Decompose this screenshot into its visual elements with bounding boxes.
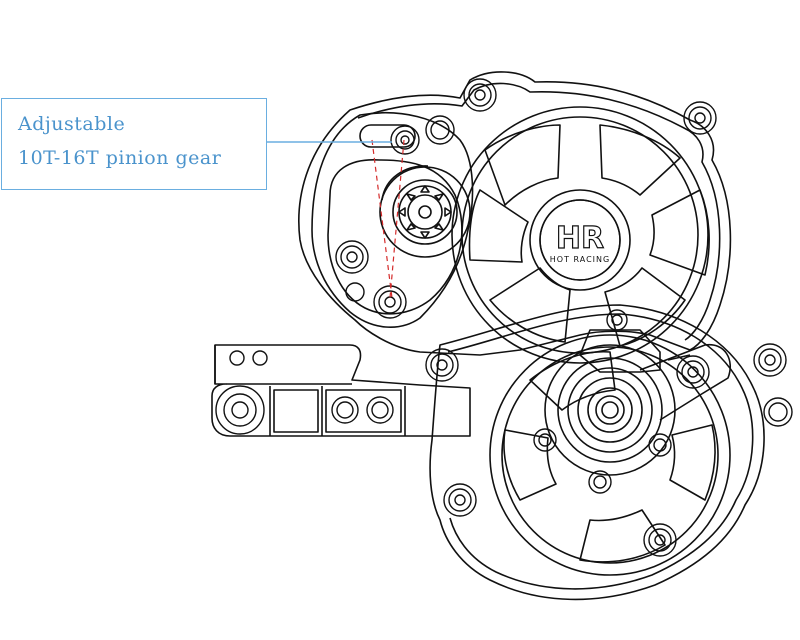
pinion-cover-outline [311, 112, 474, 328]
callout-box: Adjustable 10T-16T pinion gear [1, 98, 267, 190]
drive-hub [489, 329, 731, 576]
logo-tagline: HOT RACING [550, 255, 610, 264]
bolt-set [215, 78, 793, 557]
upper-housing-outline [298, 71, 732, 356]
pinion-gear [392, 179, 458, 245]
callout-line-2: 10T-16T pinion gear [18, 147, 222, 169]
hot-racing-logo: HR HOT RACING [539, 199, 621, 281]
logo-mark: HR [556, 221, 604, 256]
mount-arm-outline [211, 344, 471, 437]
callout-line-1: Adjustable [18, 113, 126, 135]
lower-housing-outline [429, 304, 765, 601]
adjust-slot [359, 124, 416, 148]
